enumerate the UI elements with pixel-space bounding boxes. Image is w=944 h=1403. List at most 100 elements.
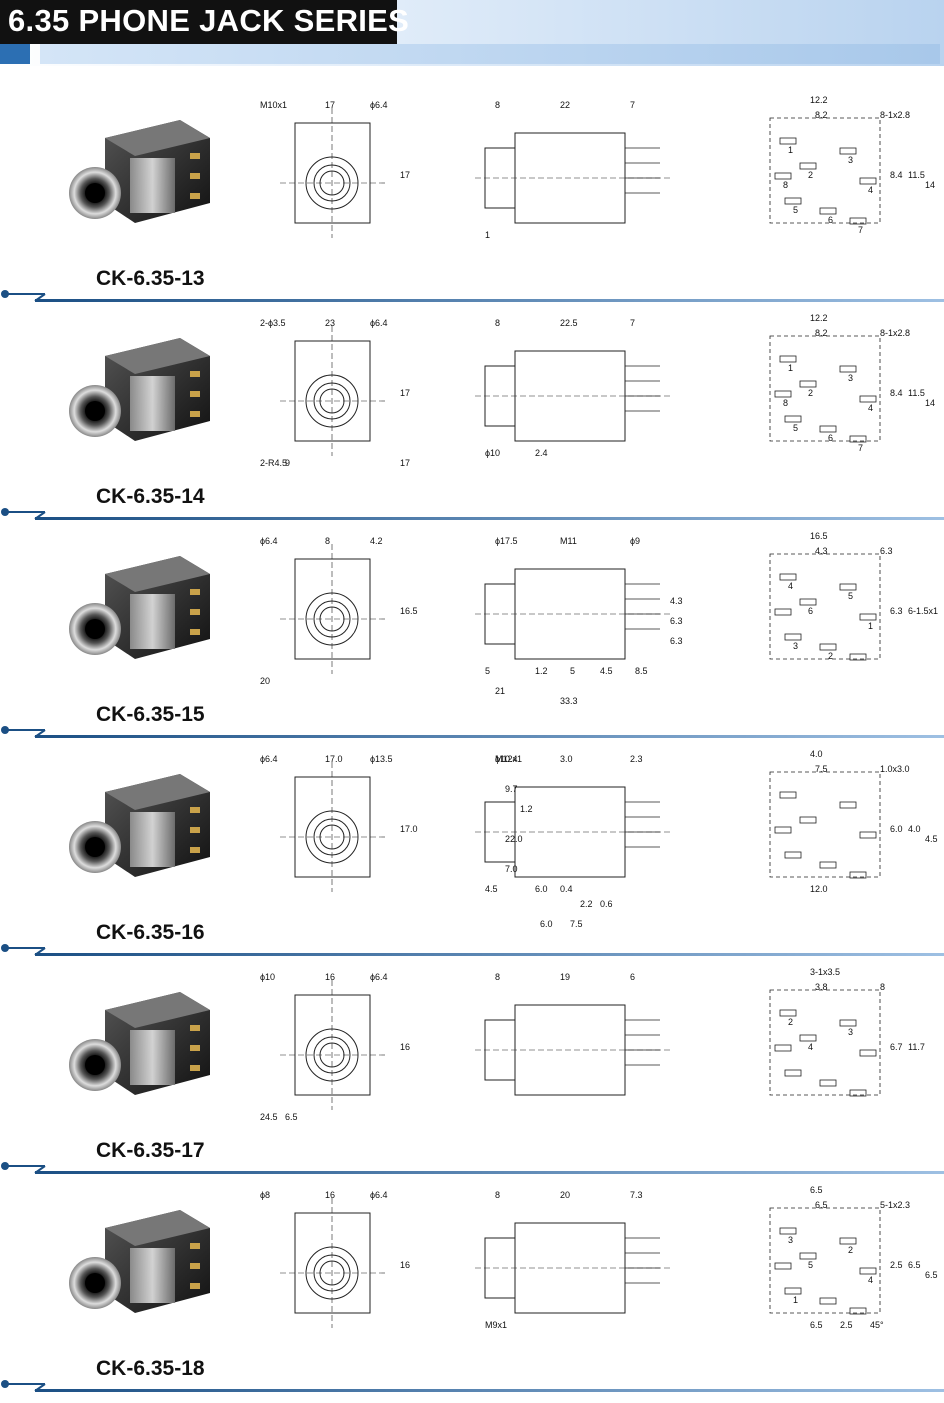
pcb-dimension-label: 11.5 (908, 170, 925, 180)
pcb-pin-number: 5 (808, 1260, 813, 1270)
pcb-layout-drawing (769, 1207, 881, 1315)
side-dimension-label: 22.0 (505, 834, 523, 844)
pcb-dimension-label: 8.4 (890, 170, 903, 180)
front-dimension-label: 17 (400, 458, 410, 468)
pcb-dimension-label: 6.5 (908, 1260, 921, 1270)
pcb-dimension-label: 6.5 (925, 1270, 938, 1280)
pcb-pin-number: 3 (848, 155, 853, 165)
side-dimension-label: 19 (560, 972, 570, 982)
side-dimension-label: 5 (485, 666, 490, 676)
front-dimension-label: ϕ6.4 (370, 1190, 388, 1200)
pcb-pin-number: 4 (788, 581, 793, 591)
side-dimension-label: 8 (495, 1190, 500, 1200)
side-dimension-label: 9.7 (505, 784, 518, 794)
side-dimension-label: 6.3 (670, 636, 683, 646)
section-divider (1, 290, 944, 302)
pcb-dimension-label: 6.0 (890, 824, 903, 834)
pcb-layout-drawing (769, 989, 881, 1097)
front-dimension-label: 16 (325, 972, 335, 982)
side-view-drawing (475, 350, 670, 442)
model-label: CK-6.35-14 (96, 485, 205, 508)
front-dimension-label: ϕ13.5 (370, 754, 393, 764)
pcb-dimension-label: 8-1x2.8 (880, 328, 910, 338)
side-dimension-label: ϕ10.4 (495, 754, 518, 764)
pcb-dimension-label: 3.8 (815, 982, 828, 992)
pcb-dimension-label: 2.5 (840, 1320, 853, 1330)
side-dimension-label: ϕ17.5 (495, 536, 518, 546)
side-dimension-label: 0.6 (600, 899, 613, 909)
front-dimension-label: 20 (260, 676, 270, 686)
front-dimension-label: M10x1 (260, 100, 287, 110)
side-dimension-label: ϕ10 (485, 448, 500, 458)
pcb-dimension-label: 5-1x2.3 (880, 1200, 910, 1210)
side-dimension-label: 8.5 (635, 666, 648, 676)
side-dimension-label: 2.3 (630, 754, 643, 764)
side-dimension-label: 21 (495, 686, 505, 696)
pcb-dimension-label: 3-1x3.5 (810, 967, 840, 977)
product-photo (69, 120, 210, 223)
side-dimension-label: 3.0 (560, 754, 573, 764)
side-dimension-label: 7.3 (630, 1190, 643, 1200)
product-photo (69, 774, 210, 877)
front-dimension-label: ϕ6.4 (370, 972, 388, 982)
pcb-dimension-label: 14 (925, 398, 935, 408)
side-dimension-label: 7.0 (505, 864, 518, 874)
pcb-dimension-label: 8.4 (890, 388, 903, 398)
front-dimension-label: 17 (400, 170, 410, 180)
model-label: CK-6.35-16 (96, 921, 205, 944)
pcb-pin-number: 2 (788, 1017, 793, 1027)
pcb-pin-number: 1 (788, 145, 793, 155)
side-dimension-label: 8 (495, 318, 500, 328)
pcb-dimension-label: 12.2 (810, 95, 828, 105)
front-dimension-label: 9 (285, 458, 290, 468)
pcb-pin-number: 1 (868, 621, 873, 631)
pcb-pin-number: 6 (828, 215, 833, 225)
pcb-pin-number: 5 (793, 205, 798, 215)
front-dimension-label: 16 (400, 1260, 410, 1270)
side-view-drawing (475, 1004, 670, 1096)
product-photo (69, 992, 210, 1095)
title-gradient-bar (40, 44, 940, 64)
front-dimension-label: 2-R4.5 (260, 458, 287, 468)
pcb-pin-number: 6 (808, 606, 813, 616)
side-dimension-label: M9x1 (485, 1320, 507, 1330)
front-view-drawing (280, 108, 385, 238)
pcb-pin-number: 1 (793, 1295, 798, 1305)
side-dimension-label: 7.5 (570, 919, 583, 929)
pcb-pin-number: 3 (793, 641, 798, 651)
front-view-drawing (280, 326, 385, 456)
product-photo (69, 1210, 210, 1313)
pcb-dimension-label: 11.5 (908, 388, 925, 398)
pcb-dimension-label: 6.3 (880, 546, 893, 556)
pcb-dimension-label: 6.5 (810, 1320, 823, 1330)
pcb-pin-number: 3 (848, 373, 853, 383)
pcb-pin-number: 7 (858, 225, 863, 235)
pcb-pin-number: 2 (808, 388, 813, 398)
pcb-pin-number: 4 (868, 1275, 873, 1285)
title-accent-bar (0, 44, 30, 64)
pcb-dimension-label: 1.0x3.0 (880, 764, 910, 774)
pcb-dimension-label: 16.5 (810, 531, 828, 541)
front-dimension-label: 17 (325, 100, 335, 110)
side-dimension-label: 0.4 (560, 884, 573, 894)
side-dimension-label: 8 (495, 972, 500, 982)
side-dimension-label: ϕ9 (630, 536, 640, 546)
side-dimension-label: 1 (485, 230, 490, 240)
side-dimension-label: 5 (570, 666, 575, 676)
pcb-pin-number: 1 (788, 363, 793, 373)
pcb-pin-number: 2 (808, 170, 813, 180)
pcb-layout-drawing (769, 117, 881, 225)
side-dimension-label: 6.0 (535, 884, 548, 894)
front-view-drawing (280, 980, 385, 1110)
front-dimension-label: 17.0 (400, 824, 418, 834)
pcb-pin-number: 5 (848, 591, 853, 601)
pcb-dimension-label: 8.2 (815, 328, 828, 338)
model-label: CK-6.35-15 (96, 703, 205, 726)
side-dimension-label: 6.0 (540, 919, 553, 929)
model-label: CK-6.35-17 (96, 1139, 205, 1162)
